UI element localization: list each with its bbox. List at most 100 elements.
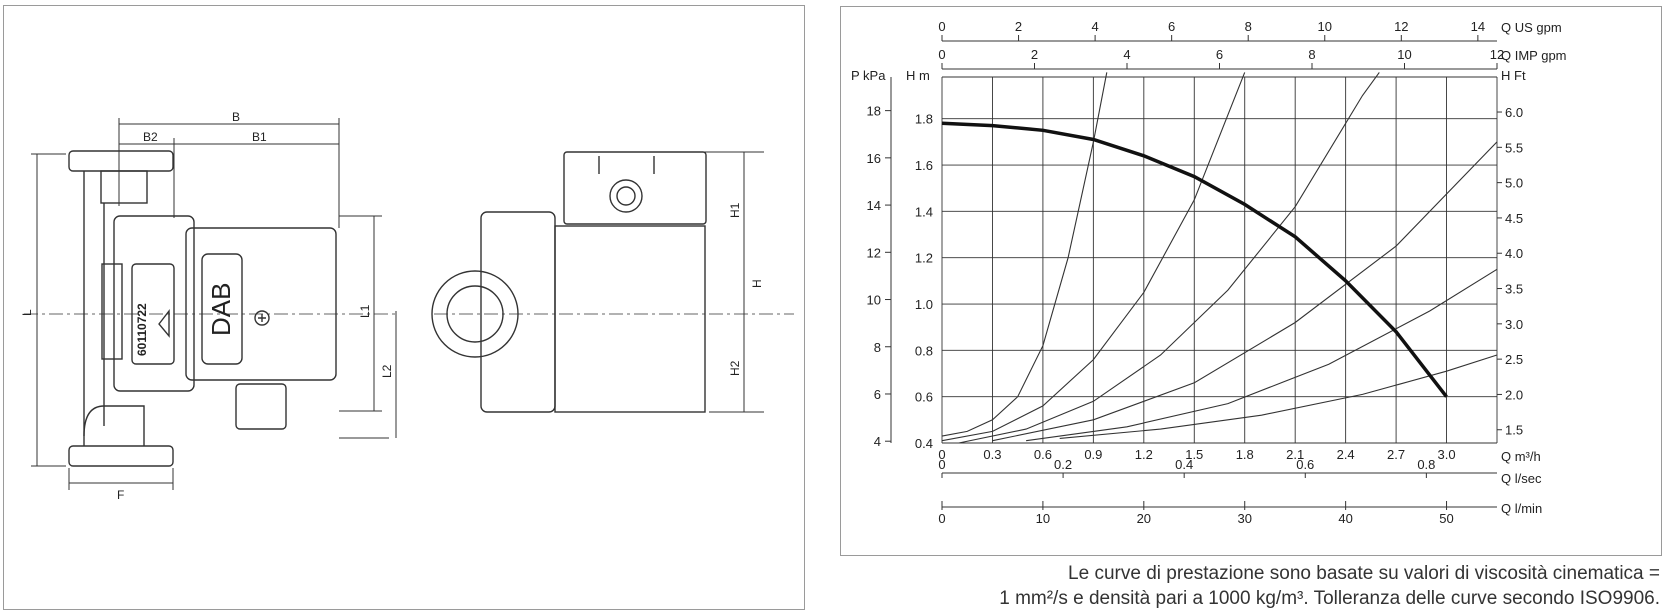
tick-label-imp-gpm: 10 [1397, 47, 1411, 62]
tick-label-us-gpm: 4 [1091, 19, 1098, 34]
tick-label-lsec: 0 [938, 457, 945, 472]
tick-label-imp-gpm: 6 [1216, 47, 1223, 62]
tick-label-m3h: 0 [938, 447, 945, 462]
tick-label-ft: 3.0 [1505, 317, 1523, 332]
tick-label-lmin: 30 [1237, 511, 1251, 526]
dim-f: F [117, 488, 124, 502]
tick-label-ft: 5.5 [1505, 140, 1523, 155]
tick-label-h-m: 1.0 [915, 297, 933, 312]
tick-label-ft: 5.0 [1505, 176, 1523, 191]
tick-label-kpa: 4 [874, 434, 881, 449]
axis-title-imp-gpm: Q IMP gpm [1501, 48, 1567, 63]
chart-labels: 0.40.60.81.01.21.41.61.846810121416181.5… [851, 19, 1567, 526]
system-curve [941, 72, 1108, 437]
brand-logo: DAB [206, 283, 236, 336]
tick-label-lmin: 50 [1439, 511, 1453, 526]
drain-plug [235, 383, 287, 430]
tick-label-h-m: 0.4 [915, 436, 933, 451]
dim-h1: H1 [728, 202, 742, 218]
tick-label-m3h: 1.5 [1185, 447, 1203, 462]
dim-h: H [750, 279, 764, 288]
pipe-body [83, 171, 105, 446]
chart-curves [941, 72, 1498, 444]
pump-curve [941, 121, 1448, 398]
tick-label-us-gpm: 14 [1471, 19, 1485, 34]
system-curve [1059, 354, 1498, 439]
tick-label-m3h: 0.3 [983, 447, 1001, 462]
tick-label-kpa: 10 [867, 293, 881, 308]
dim-b1: B1 [252, 130, 267, 144]
tick-label-kpa: 16 [867, 151, 881, 166]
tick-label-kpa: 8 [874, 340, 881, 355]
tick-label-ft: 4.0 [1505, 246, 1523, 261]
system-curve [941, 72, 1246, 442]
tick-label-us-gpm: 2 [1015, 19, 1022, 34]
axis-title-m3h: Q m³/h [1501, 449, 1541, 464]
dim-b: B [232, 110, 240, 124]
tick-label-m3h: 3.0 [1438, 447, 1456, 462]
system-curve [992, 141, 1498, 442]
top-flange [68, 150, 174, 172]
tick-label-lsec: 0.2 [1054, 457, 1072, 472]
dim-l: L [20, 309, 34, 316]
axis-title-h-m: H m [906, 68, 930, 83]
tick-label-h-m: 1.4 [915, 204, 933, 219]
dim-b2: B2 [143, 130, 158, 144]
tick-label-m3h: 2.1 [1286, 447, 1304, 462]
tick-label-kpa: 18 [867, 104, 881, 119]
tick-label-us-gpm: 8 [1245, 19, 1252, 34]
tick-label-ft: 3.5 [1505, 282, 1523, 297]
technical-drawing-panel: B B2 B1 L L1 L2 F H1 H H2 60110722 DAB [3, 5, 805, 610]
tick-label-m3h: 2.4 [1337, 447, 1355, 462]
tick-label-lmin: 20 [1137, 511, 1151, 526]
tick-label-imp-gpm: 4 [1123, 47, 1130, 62]
chart-axes [885, 35, 1502, 510]
axis-title-lsec: Q l/sec [1501, 471, 1542, 486]
tick-label-m3h: 1.2 [1135, 447, 1153, 462]
tick-label-m3h: 2.7 [1387, 447, 1405, 462]
bottom-flange [68, 445, 174, 467]
motor-body-front [113, 215, 195, 392]
dab-label-plate [201, 253, 243, 365]
tick-label-imp-gpm: 12 [1490, 47, 1504, 62]
dim-l1: L1 [358, 304, 372, 318]
tick-label-kpa: 12 [867, 245, 881, 260]
tick-label-m3h: 0.6 [1034, 447, 1052, 462]
axis-title-h-ft: H Ft [1501, 68, 1526, 83]
tick-label-imp-gpm: 8 [1308, 47, 1315, 62]
tick-label-h-m: 0.8 [915, 343, 933, 358]
tick-label-lmin: 10 [1036, 511, 1050, 526]
tick-label-us-gpm: 6 [1168, 19, 1175, 34]
axis-title-kpa: P kPa [851, 68, 886, 83]
caption-line-2: 1 mm²/s e densità pari a 1000 kg/m³. Tol… [999, 588, 1660, 609]
tick-label-lmin: 0 [938, 511, 945, 526]
axis-title-lmin: Q l/min [1501, 501, 1542, 516]
dim-h2: H2 [728, 360, 742, 376]
tick-label-ft: 4.5 [1505, 211, 1523, 226]
tick-label-h-m: 0.6 [915, 390, 933, 405]
tick-label-kpa: 6 [874, 387, 881, 402]
tick-label-ft: 1.5 [1505, 423, 1523, 438]
tick-label-lsec: 0.6 [1296, 457, 1314, 472]
top-nut [100, 170, 148, 204]
tick-label-us-gpm: 12 [1394, 19, 1408, 34]
terminal-box [563, 151, 707, 225]
system-curve [958, 72, 1380, 444]
tick-label-h-m: 1.2 [915, 251, 933, 266]
tick-label-lmin: 40 [1338, 511, 1352, 526]
chart-grid [941, 76, 1498, 444]
pump-code-text: 60110722 [135, 303, 149, 356]
tick-label-lsec: 0.8 [1417, 457, 1435, 472]
tick-label-us-gpm: 10 [1318, 19, 1332, 34]
performance-chart: 0.40.60.81.01.21.41.61.846810121416181.5… [851, 19, 1567, 526]
tick-label-imp-gpm: 2 [1031, 47, 1038, 62]
tick-label-lsec: 0.4 [1175, 457, 1193, 472]
tick-label-m3h: 1.8 [1236, 447, 1254, 462]
tick-label-kpa: 14 [867, 198, 881, 213]
pump-dimension-drawing: B B2 B1 L L1 L2 F H1 H H2 60110722 DAB [20, 110, 794, 502]
caption-line-1: Le curve di prestazione sono basate su v… [1068, 563, 1660, 584]
tick-label-ft: 6.0 [1505, 105, 1523, 120]
axis-title-us-gpm: Q US gpm [1501, 20, 1562, 35]
tick-label-h-m: 1.8 [915, 112, 933, 127]
